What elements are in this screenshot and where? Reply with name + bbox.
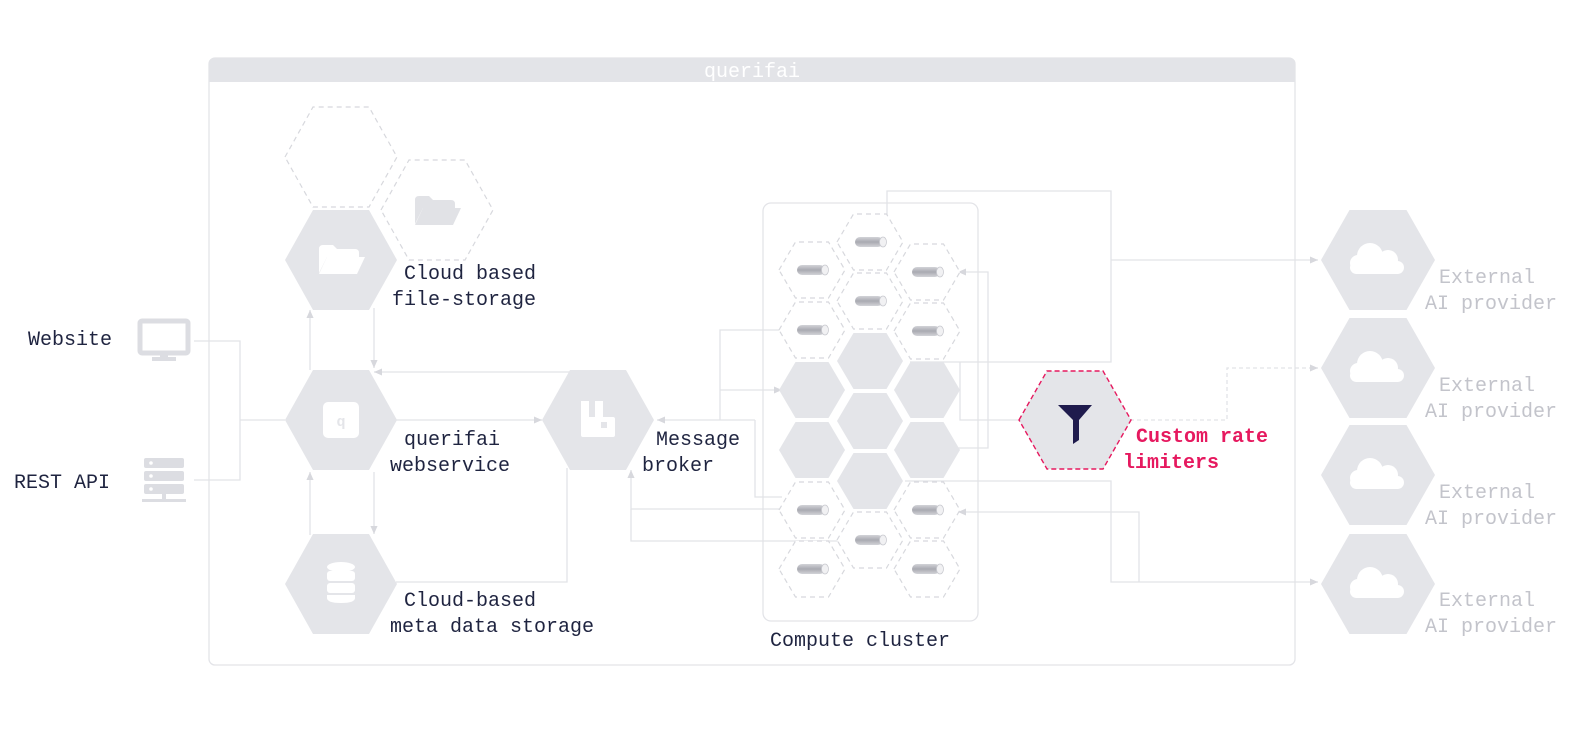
worker-hex-9 (894, 362, 960, 418)
folder-icon (319, 245, 365, 274)
worker-hex-10 (837, 393, 903, 449)
file-storage-label-line2: file-storage (392, 289, 536, 312)
provider-labels: External AI provider External AI provide… (1425, 267, 1557, 639)
worker-cylinder-icon (797, 324, 829, 336)
worker-hex-8 (779, 362, 845, 418)
worker-hex-12 (894, 422, 960, 478)
file-storage-label-line1: Cloud based (404, 263, 536, 286)
filter-funnel-icon (1058, 405, 1092, 444)
meta-storage-label-line2: meta data storage (390, 616, 594, 639)
cloud-icons (1350, 243, 1404, 598)
worker-hex-11 (779, 422, 845, 478)
database-icon (327, 562, 355, 603)
querifai-logo-icon: q (323, 402, 359, 438)
worker-hex-13 (837, 453, 903, 509)
message-broker-label-line2: broker (642, 455, 714, 478)
compute-cluster-label: Compute cluster (770, 630, 950, 653)
frame-title: querifai (704, 61, 800, 84)
provider-label-4-line2: AI provider (1425, 616, 1557, 639)
cloud-icon (1350, 567, 1404, 598)
server-rack-icon (142, 458, 186, 502)
worker-cylinder-icon (912, 325, 944, 337)
rest-api-label: REST API (14, 472, 110, 495)
worker-cylinder-icon (855, 534, 887, 546)
webservice-label-line2: webservice (390, 455, 510, 478)
rate-limiters-label-line2: limiters (1123, 452, 1219, 475)
compute-cluster-box (762, 202, 979, 622)
rate-limiters-label-line1: Custom rate (1136, 426, 1268, 449)
website-label: Website (28, 329, 112, 352)
worker-cylinder-icon (855, 295, 887, 307)
worker-cylinder-icon (797, 504, 829, 516)
meta-storage-label-line1: Cloud-based (404, 590, 536, 613)
provider-label-1-line1: External (1439, 267, 1535, 290)
provider-label-4-line1: External (1439, 590, 1535, 613)
worker-cylinder-icon (912, 504, 944, 516)
rabbitmq-icon (581, 401, 615, 437)
provider-label-3-line2: AI provider (1425, 508, 1557, 531)
worker-icons (797, 236, 944, 575)
cloud-icon (1350, 458, 1404, 489)
cloud-icon (1350, 243, 1404, 274)
worker-cylinder-icon (912, 563, 944, 575)
folder-icon (415, 196, 461, 225)
message-broker-label-line1: Message (656, 429, 740, 452)
cloud-icon (1350, 351, 1404, 382)
worker-hex-7 (837, 333, 903, 389)
provider-label-2-line1: External (1439, 375, 1535, 398)
monitor-icon (137, 318, 191, 361)
worker-cylinder-icon (797, 264, 829, 276)
provider-label-1-line2: AI provider (1425, 293, 1557, 316)
worker-cylinder-icon (797, 563, 829, 575)
connectors (194, 190, 1318, 586)
provider-label-2-line2: AI provider (1425, 401, 1557, 424)
frame-title-bar (209, 58, 1295, 82)
webservice-label-line1: querifai (404, 429, 500, 452)
worker-cylinder-icon (855, 236, 887, 248)
svg-text:q: q (336, 414, 345, 431)
worker-cylinder-icon (912, 266, 944, 278)
folder-icon (319, 142, 365, 171)
provider-label-3-line1: External (1439, 482, 1535, 505)
